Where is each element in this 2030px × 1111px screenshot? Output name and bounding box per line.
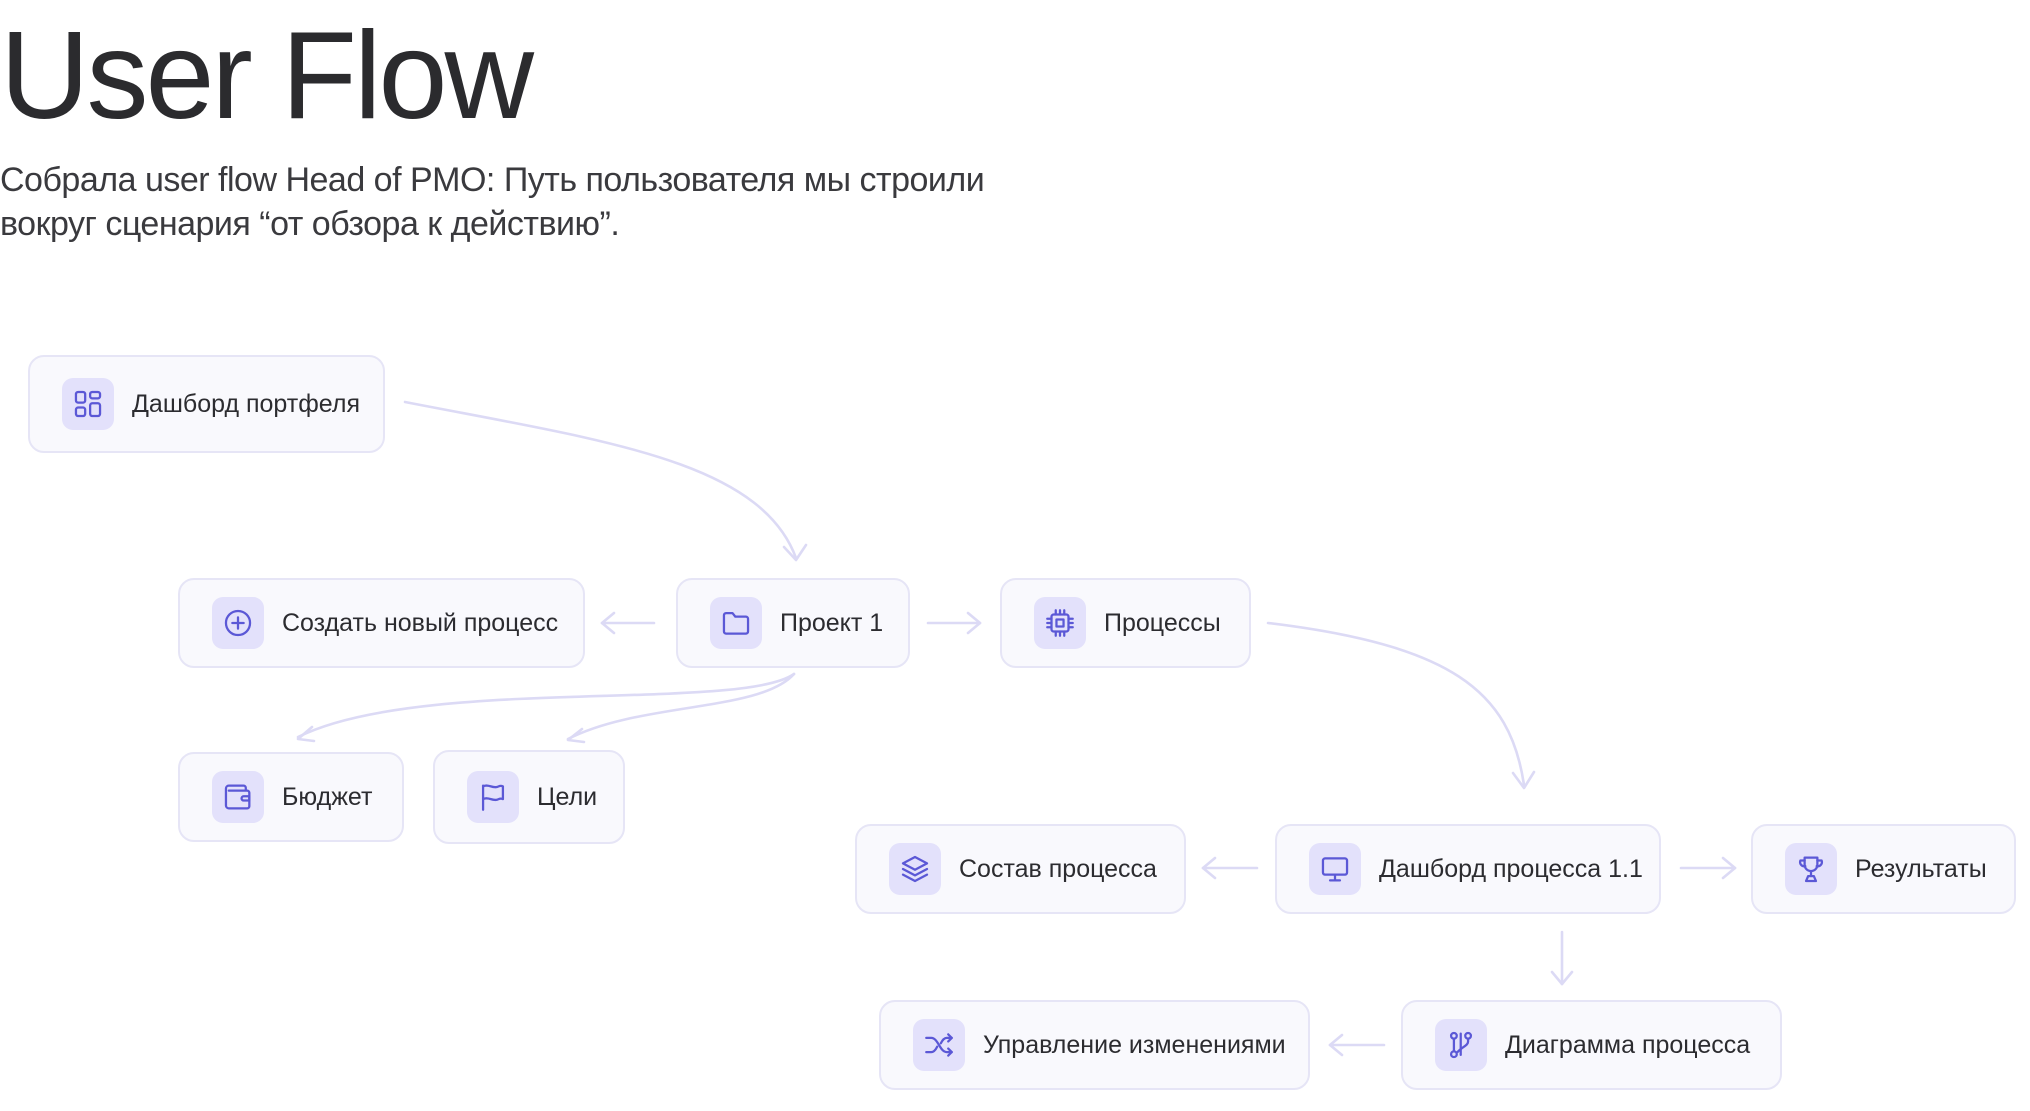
edge-project-to-processes (926, 611, 982, 635)
node-label: Результаты (1855, 854, 1987, 883)
edge-process-dashboard-to-diagram (1550, 930, 1574, 986)
description-line: Собрала user flow Head of PMO: Путь поль… (0, 161, 985, 199)
cpu-icon (1034, 597, 1086, 649)
page-title: User Flow (0, 7, 534, 145)
edge-portfolio-to-project (403, 400, 808, 562)
monitor-icon (1309, 843, 1361, 895)
page-description: Собрала user flow Head of PMO: Путь поль… (0, 158, 1020, 246)
edge-project-to-create-process (600, 611, 656, 635)
grid-icon (62, 378, 114, 430)
node-process-dashboard[interactable]: Дашборд процесса 1.1 (1275, 824, 1661, 914)
node-budget[interactable]: Бюджет (178, 752, 404, 842)
description-line: вокруг сценария “от обзора к действию”. (0, 205, 620, 243)
edge-project-to-budget (296, 672, 796, 743)
node-create-process[interactable]: Создать новый процесс (178, 578, 585, 668)
git-branch-icon (1435, 1019, 1487, 1071)
node-label: Цели (537, 782, 598, 811)
node-label: Бюджет (282, 782, 373, 811)
node-label: Дашборд портфеля (132, 389, 360, 418)
trophy-icon (1785, 843, 1837, 895)
node-process-diagram[interactable]: Диаграмма процесса (1401, 1000, 1782, 1090)
node-processes[interactable]: Процессы (1000, 578, 1251, 668)
wallet-icon (212, 771, 264, 823)
node-portfolio-dashboard[interactable]: Дашборд портфеля (28, 355, 385, 453)
shuffle-icon (913, 1019, 965, 1071)
edge-processes-to-process-dashboard (1266, 621, 1536, 790)
node-label: Создать новый процесс (282, 608, 559, 637)
node-change-management[interactable]: Управление изменениями (879, 1000, 1310, 1090)
layers-icon (889, 843, 941, 895)
node-label: Проект 1 (780, 608, 884, 637)
node-goals[interactable]: Цели (433, 750, 625, 844)
edge-diagram-to-change-management (1328, 1033, 1386, 1057)
node-label: Состав процесса (959, 854, 1157, 883)
node-label: Дашборд процесса 1.1 (1379, 854, 1643, 883)
node-results[interactable]: Результаты (1751, 824, 2016, 914)
node-process-composition[interactable]: Состав процесса (855, 824, 1186, 914)
edge-project-to-goals (566, 672, 796, 744)
plus-circle-icon (212, 597, 264, 649)
flag-icon (467, 771, 519, 823)
node-project[interactable]: Проект 1 (676, 578, 910, 668)
node-label: Диаграмма процесса (1505, 1030, 1751, 1059)
folder-icon (710, 597, 762, 649)
edge-process-dashboard-to-composition (1201, 856, 1259, 880)
node-label: Процессы (1104, 608, 1221, 637)
node-label: Управление изменениями (983, 1030, 1286, 1059)
edge-process-dashboard-to-results (1679, 856, 1737, 880)
